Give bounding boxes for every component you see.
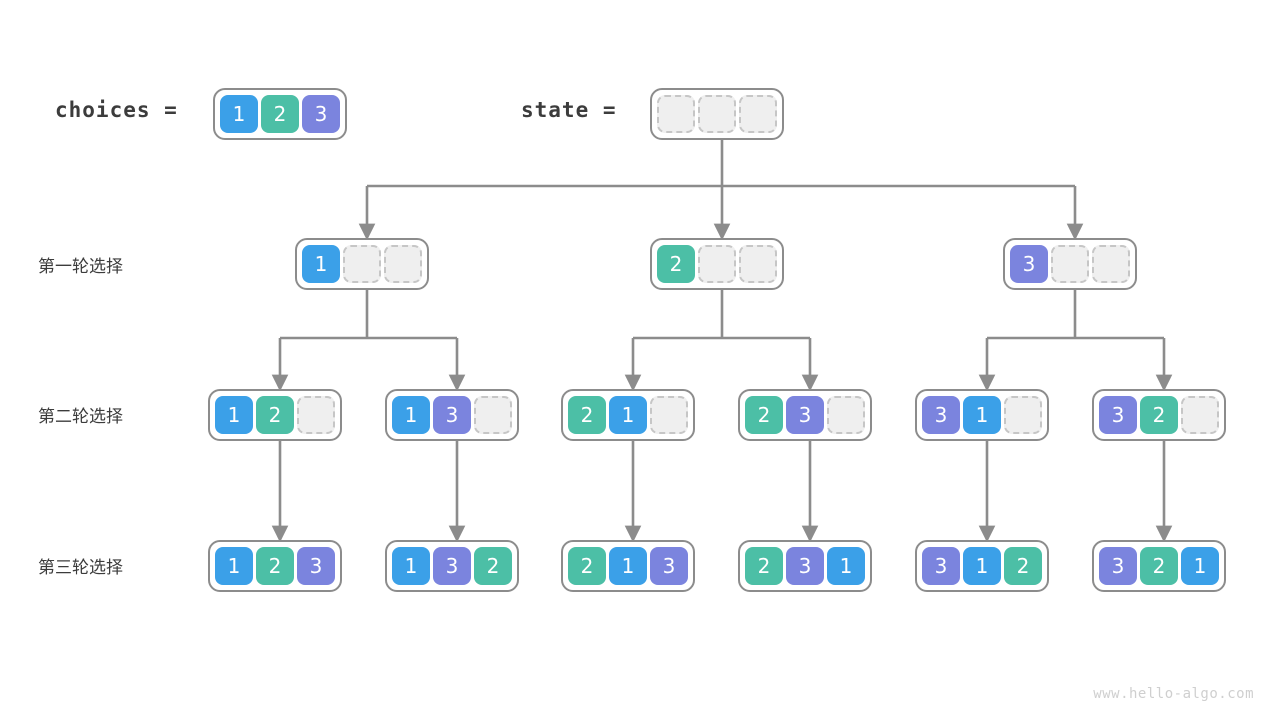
- cell-r1-n2-1: [1051, 245, 1089, 283]
- site-watermark: www.hello-algo.com: [1093, 686, 1254, 702]
- tree-node-r1-n2: 3: [1003, 238, 1137, 290]
- cell-r2-n5-2: [1181, 396, 1219, 434]
- cell-r3-n3-2: 1: [827, 547, 865, 585]
- row-label-round-1: 第一轮选择: [38, 257, 123, 277]
- state-cell-1: [698, 95, 736, 133]
- row-label-round-3: 第三轮选择: [38, 558, 123, 578]
- cell-r2-n3-1: 3: [786, 396, 824, 434]
- cell-r2-n1-1: 3: [433, 396, 471, 434]
- cell-r3-n2-0: 2: [568, 547, 606, 585]
- cell-r1-n2-2: [1092, 245, 1130, 283]
- cell-r3-n2-1: 1: [609, 547, 647, 585]
- choices-label: choices =: [55, 98, 178, 122]
- tree-node-r3-n1: 1 3 2: [385, 540, 519, 592]
- tree-node-r1-n0: 1: [295, 238, 429, 290]
- tree-node-r3-n0: 1 2 3: [208, 540, 342, 592]
- row-label-round-2: 第二轮选择: [38, 407, 123, 427]
- cell-r2-n2-2: [650, 396, 688, 434]
- cell-r1-n2-0: 3: [1010, 245, 1048, 283]
- cell-r2-n2-0: 2: [568, 396, 606, 434]
- cell-r3-n5-1: 2: [1140, 547, 1178, 585]
- choices-cell-1: 2: [261, 95, 299, 133]
- cell-r2-n0-1: 2: [256, 396, 294, 434]
- cell-r3-n1-1: 3: [433, 547, 471, 585]
- tree-node-r3-n4: 3 1 2: [915, 540, 1049, 592]
- cell-r2-n5-0: 3: [1099, 396, 1137, 434]
- cell-r1-n0-1: [343, 245, 381, 283]
- tree-node-r1-n1: 2: [650, 238, 784, 290]
- cell-r2-n0-2: [297, 396, 335, 434]
- state-array: [650, 88, 784, 140]
- state-label: state =: [521, 98, 617, 122]
- tree-node-r2-n1: 1 3: [385, 389, 519, 441]
- cell-r1-n1-1: [698, 245, 736, 283]
- cell-r2-n0-0: 1: [215, 396, 253, 434]
- cell-r2-n2-1: 1: [609, 396, 647, 434]
- cell-r3-n5-2: 1: [1181, 547, 1219, 585]
- cell-r3-n0-1: 2: [256, 547, 294, 585]
- tree-node-r3-n5: 3 2 1: [1092, 540, 1226, 592]
- cell-r2-n3-2: [827, 396, 865, 434]
- tree-node-r3-n3: 2 3 1: [738, 540, 872, 592]
- cell-r3-n5-0: 3: [1099, 547, 1137, 585]
- cell-r1-n1-2: [739, 245, 777, 283]
- cell-r3-n1-2: 2: [474, 547, 512, 585]
- cell-r2-n1-0: 1: [392, 396, 430, 434]
- cell-r3-n0-0: 1: [215, 547, 253, 585]
- cell-r3-n4-1: 1: [963, 547, 1001, 585]
- tree-node-r2-n5: 3 2: [1092, 389, 1226, 441]
- cell-r2-n4-2: [1004, 396, 1042, 434]
- state-cell-0: [657, 95, 695, 133]
- choices-cell-0: 1: [220, 95, 258, 133]
- cell-r2-n1-2: [474, 396, 512, 434]
- state-cell-2: [739, 95, 777, 133]
- choices-array: 1 2 3: [213, 88, 347, 140]
- cell-r3-n4-0: 3: [922, 547, 960, 585]
- cell-r2-n4-0: 3: [922, 396, 960, 434]
- cell-r1-n0-0: 1: [302, 245, 340, 283]
- tree-node-r2-n3: 2 3: [738, 389, 872, 441]
- cell-r3-n3-1: 3: [786, 547, 824, 585]
- cell-r2-n3-0: 2: [745, 396, 783, 434]
- cell-r3-n4-2: 2: [1004, 547, 1042, 585]
- cell-r1-n0-2: [384, 245, 422, 283]
- cell-r3-n3-0: 2: [745, 547, 783, 585]
- tree-node-r2-n2: 2 1: [561, 389, 695, 441]
- cell-r1-n1-0: 2: [657, 245, 695, 283]
- cell-r2-n5-1: 2: [1140, 396, 1178, 434]
- tree-node-r2-n4: 3 1: [915, 389, 1049, 441]
- cell-r2-n4-1: 1: [963, 396, 1001, 434]
- cell-r3-n2-2: 3: [650, 547, 688, 585]
- choices-cell-2: 3: [302, 95, 340, 133]
- tree-node-r3-n2: 2 1 3: [561, 540, 695, 592]
- cell-r3-n0-2: 3: [297, 547, 335, 585]
- cell-r3-n1-0: 1: [392, 547, 430, 585]
- tree-node-r2-n0: 1 2: [208, 389, 342, 441]
